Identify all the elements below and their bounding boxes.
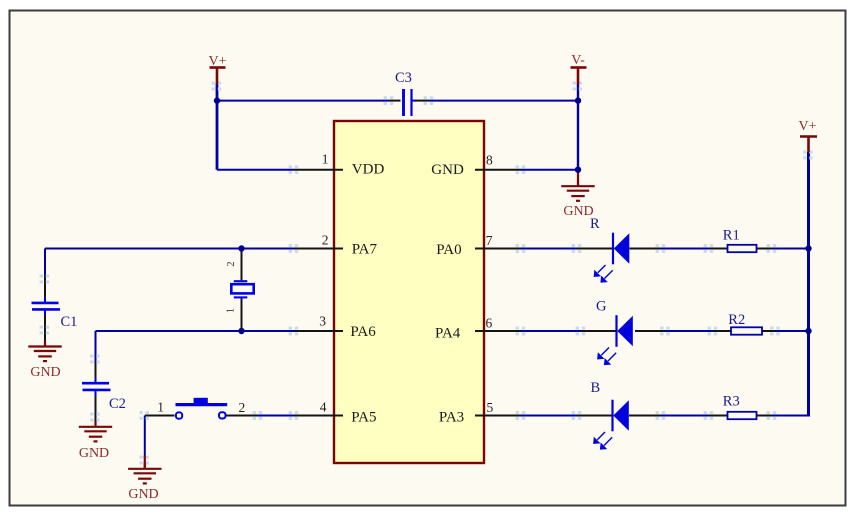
svg-text:PA6: PA6 (350, 324, 376, 340)
svg-text:GND: GND (79, 446, 109, 461)
svg-text:6: 6 (486, 316, 493, 331)
svg-text:1: 1 (157, 400, 164, 415)
svg-text:3: 3 (319, 314, 326, 329)
svg-text:V+: V+ (798, 119, 816, 134)
svg-text:PA3: PA3 (439, 410, 464, 426)
svg-text:2: 2 (239, 400, 246, 415)
svg-text:GND: GND (30, 365, 60, 380)
svg-text:4: 4 (320, 400, 327, 415)
svg-text:R: R (590, 216, 600, 232)
svg-text:C2: C2 (109, 396, 126, 412)
svg-text:V+: V+ (208, 54, 226, 69)
svg-text:R3: R3 (723, 394, 740, 410)
svg-text:GND: GND (563, 204, 593, 219)
svg-text:1: 1 (225, 308, 237, 313)
svg-text:C1: C1 (61, 314, 78, 330)
svg-text:2: 2 (322, 233, 329, 248)
svg-text:1: 1 (322, 152, 329, 167)
svg-text:PA0: PA0 (436, 242, 461, 258)
svg-text:PA4: PA4 (435, 326, 461, 342)
svg-text:5: 5 (487, 400, 494, 415)
svg-text:R2: R2 (728, 312, 745, 328)
svg-text:PA7: PA7 (352, 242, 378, 258)
svg-text:GND: GND (128, 487, 158, 502)
svg-text:B: B (591, 380, 601, 396)
svg-text:VDD: VDD (352, 161, 385, 177)
svg-text:2: 2 (225, 261, 237, 266)
svg-text:GND: GND (431, 162, 464, 178)
svg-text:7: 7 (486, 233, 493, 248)
svg-text:R1: R1 (723, 228, 740, 244)
svg-text:V-: V- (571, 53, 585, 68)
svg-text:G: G (596, 298, 607, 314)
svg-text:8: 8 (486, 153, 493, 168)
svg-text:PA5: PA5 (351, 410, 376, 426)
svg-text:C3: C3 (395, 70, 412, 86)
